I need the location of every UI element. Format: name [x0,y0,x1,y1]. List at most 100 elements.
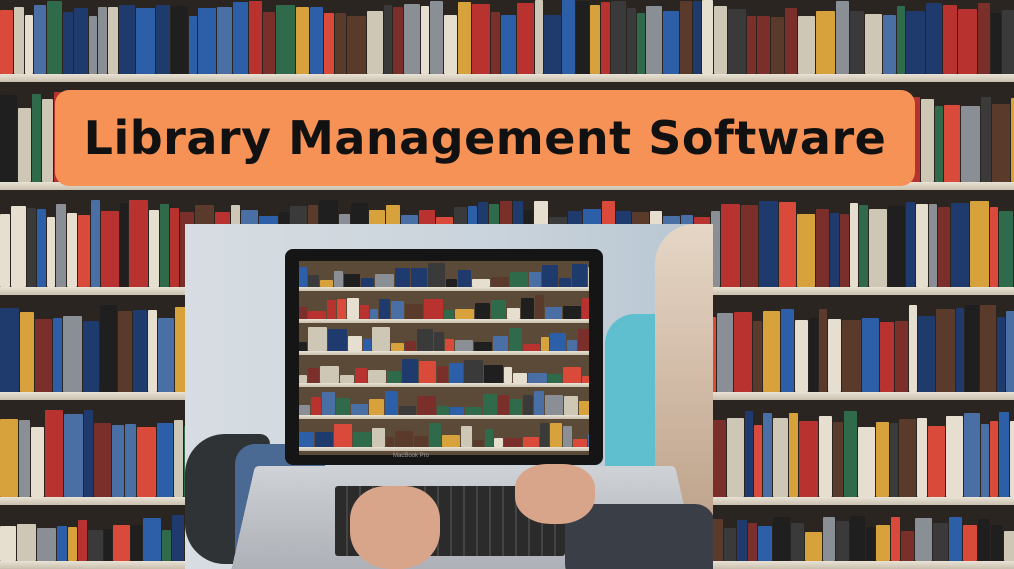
book-spine [1004,531,1014,561]
book-spine [816,11,835,74]
book-spine [20,312,34,392]
book-spine [379,299,390,319]
book-spine [956,308,964,392]
book-spine [32,94,41,182]
book-spine [91,200,100,287]
book-spine [35,319,52,392]
book-spine [944,105,960,182]
book-spine [876,525,890,561]
book-spine [327,300,336,319]
book-spine [363,339,371,351]
book-spine [417,329,433,351]
book-spine [936,309,955,392]
book-spine [56,204,66,287]
book-spine [491,300,506,319]
laptop-photo: MacBook Pro [185,224,713,569]
book-spine [367,11,383,74]
book-spine [491,12,500,74]
book-spine [370,309,378,319]
shelf-row [299,327,589,355]
book-spine [663,11,679,74]
person-arm [565,504,713,569]
book-spine [473,440,484,447]
book-spine [437,406,449,415]
book-spine [844,411,857,497]
book-spine [395,431,413,447]
book-spine [916,204,928,287]
book-spine [263,12,275,74]
book-spine [865,14,882,74]
book-spine [951,203,969,287]
book-spine [563,367,581,383]
book-spine [404,4,420,74]
book-spine [724,528,736,561]
book-spine [461,426,472,447]
book-spine [328,329,347,351]
book-spine [991,525,1003,561]
book-spine [529,272,541,287]
book-spine [47,217,55,287]
book-spine [137,427,156,497]
book-spine [544,15,561,74]
shelf-plank [299,383,589,387]
book-spine [928,426,945,497]
book-spine [906,11,925,74]
book-spine [233,2,248,74]
book-spine [157,423,173,497]
book-spine [472,4,490,74]
book-spine [437,366,448,383]
book-spine [573,439,587,447]
book-spine [850,203,858,287]
book-spine [17,524,36,561]
book-spine [523,395,533,415]
left-hand [350,486,440,569]
book-spine [773,418,788,497]
book-spine [862,318,879,392]
book-spine [958,9,977,74]
book-spine [823,517,835,561]
book-spine [387,371,401,383]
shelf-plank [0,74,1014,82]
title-banner: Library Management Software [55,90,915,186]
book-spine [949,517,962,561]
book-spine [781,309,794,392]
book-spine [484,365,503,383]
book-spine [980,305,996,392]
book-spine [541,337,549,351]
book-spine [11,206,26,287]
book-spine [627,8,636,74]
book-spine [978,519,990,561]
book-spine [915,518,932,561]
book-spine [337,299,346,319]
book-spine [45,410,63,497]
book-spine [299,267,307,287]
book-spine [901,531,914,561]
book-spine [542,265,558,287]
book-spine [475,303,490,319]
book-spine [1006,311,1014,392]
book-spine [895,321,908,392]
book-spine [100,305,117,392]
book-spine [148,310,157,392]
book-spine [129,200,148,287]
book-spine [999,211,1013,287]
shelf-plank [299,447,589,451]
book-spine [98,7,107,74]
shelf-plank [0,182,1014,190]
book-spine [970,201,989,287]
book-spine [491,277,509,287]
book-spine [133,310,147,392]
book-spine [521,298,534,319]
book-spine [347,16,366,74]
book-spine [517,3,534,74]
book-spine [27,208,36,287]
book-spine [411,268,427,287]
book-spine [991,13,1001,74]
book-spine [745,411,753,497]
book-spine [535,295,544,319]
book-spine [963,525,977,561]
book-spine [859,205,868,287]
book-spine [347,298,359,319]
book-spine [850,516,865,561]
book-spine [136,8,155,74]
